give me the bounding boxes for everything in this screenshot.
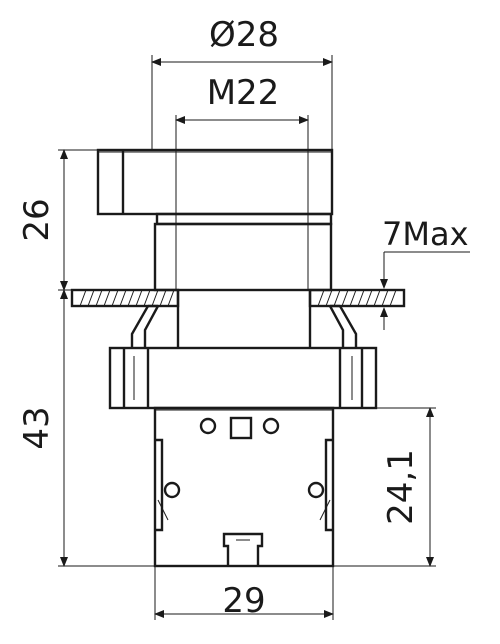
label-block-width: 29 [222, 581, 265, 621]
label-head-height: 26 [17, 198, 57, 241]
label-body-height: 43 [17, 406, 57, 449]
panel-hatching [80, 290, 396, 306]
dimension-lines [64, 62, 430, 614]
bezel [155, 214, 331, 290]
extension-lines [58, 55, 470, 620]
label-thread: M22 [207, 73, 280, 113]
label-block-height: 24,1 [381, 449, 421, 525]
button-head [98, 150, 332, 214]
label-panel-thickness: 7Max [382, 215, 469, 253]
mounting-bracket [110, 306, 376, 408]
mounting-panel [72, 290, 404, 306]
label-outer-diameter: Ø28 [209, 15, 279, 55]
threaded-body [178, 290, 310, 348]
contact-block [155, 408, 333, 566]
